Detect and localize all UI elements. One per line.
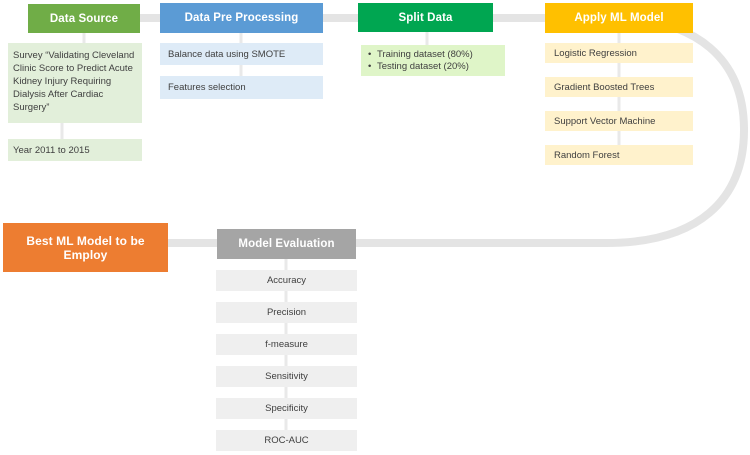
- algorithm-random-forest: Random Forest: [545, 145, 693, 165]
- best-ml-model-box: Best ML Model to be Employ: [3, 223, 168, 272]
- data-source-header: Data Source: [28, 4, 140, 33]
- metric-sensitivity: Sensitivity: [216, 366, 357, 387]
- split-bullet-training: Training dataset (80%): [367, 49, 473, 61]
- metric-roc-auc: ROC-AUC: [216, 430, 357, 451]
- preprocessing-step-features: Features selection: [160, 76, 323, 99]
- data-source-survey-box: Survey “Validating Cleveland Clinic Scor…: [8, 43, 142, 123]
- metric-accuracy: Accuracy: [216, 270, 357, 291]
- metric-f-measure: f-measure: [216, 334, 357, 355]
- metric-specificity: Specificity: [216, 398, 357, 419]
- model-evaluation-header: Model Evaluation: [217, 229, 356, 259]
- preprocessing-step-balance: Balance data using SMOTE: [160, 43, 323, 65]
- sub-connectors: [60, 32, 621, 431]
- split-data-box: Training dataset (80%) Testing dataset (…: [361, 45, 505, 76]
- algorithm-gradient-boosted-trees: Gradient Boosted Trees: [545, 77, 693, 97]
- split-data-bullet-list: Training dataset (80%) Testing dataset (…: [367, 49, 473, 72]
- apply-ml-model-header: Apply ML Model: [545, 3, 693, 33]
- algorithm-logistic-regression: Logistic Regression: [545, 43, 693, 63]
- split-bullet-testing: Testing dataset (20%): [367, 61, 473, 73]
- data-source-year-box: Year 2011 to 2015: [8, 139, 142, 161]
- metric-precision: Precision: [216, 302, 357, 323]
- preprocessing-header: Data Pre Processing: [160, 3, 323, 33]
- split-data-header: Split Data: [358, 3, 493, 32]
- algorithm-support-vector-machine: Support Vector Machine: [545, 111, 693, 131]
